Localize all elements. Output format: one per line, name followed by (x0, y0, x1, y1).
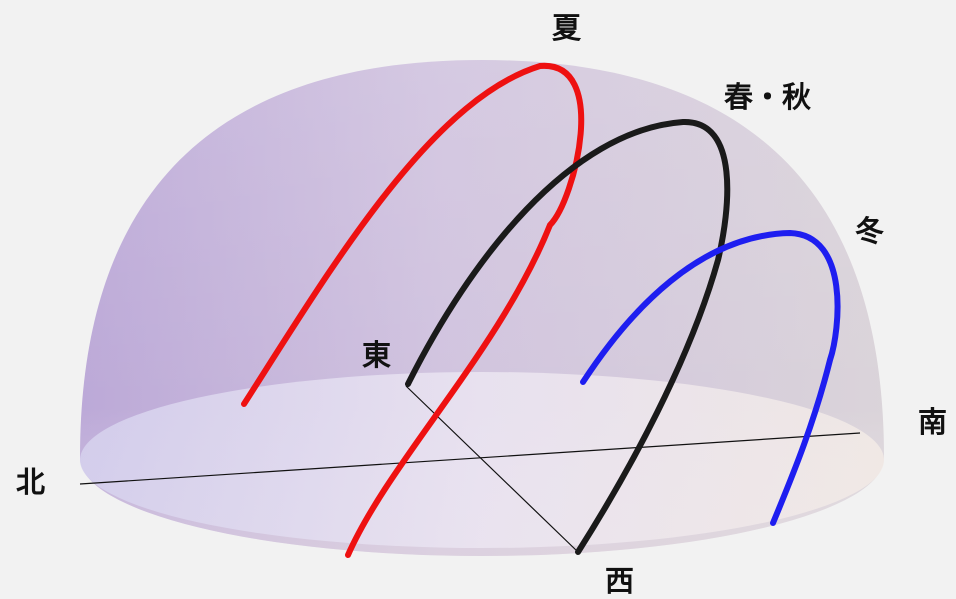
equinox-sun-path (405, 118, 731, 555)
label-winter: 冬 (855, 214, 884, 248)
label-north: 北 (16, 465, 45, 499)
label-summer: 夏 (552, 11, 582, 45)
label-equinox: 春・秋 (724, 80, 811, 114)
label-south: 南 (918, 405, 947, 439)
winter-sun-path (580, 229, 841, 526)
summer-sun-path (241, 62, 585, 558)
label-east: 東 (362, 338, 391, 372)
north-south-axis (79, 432, 861, 485)
label-west: 西 (605, 564, 634, 598)
